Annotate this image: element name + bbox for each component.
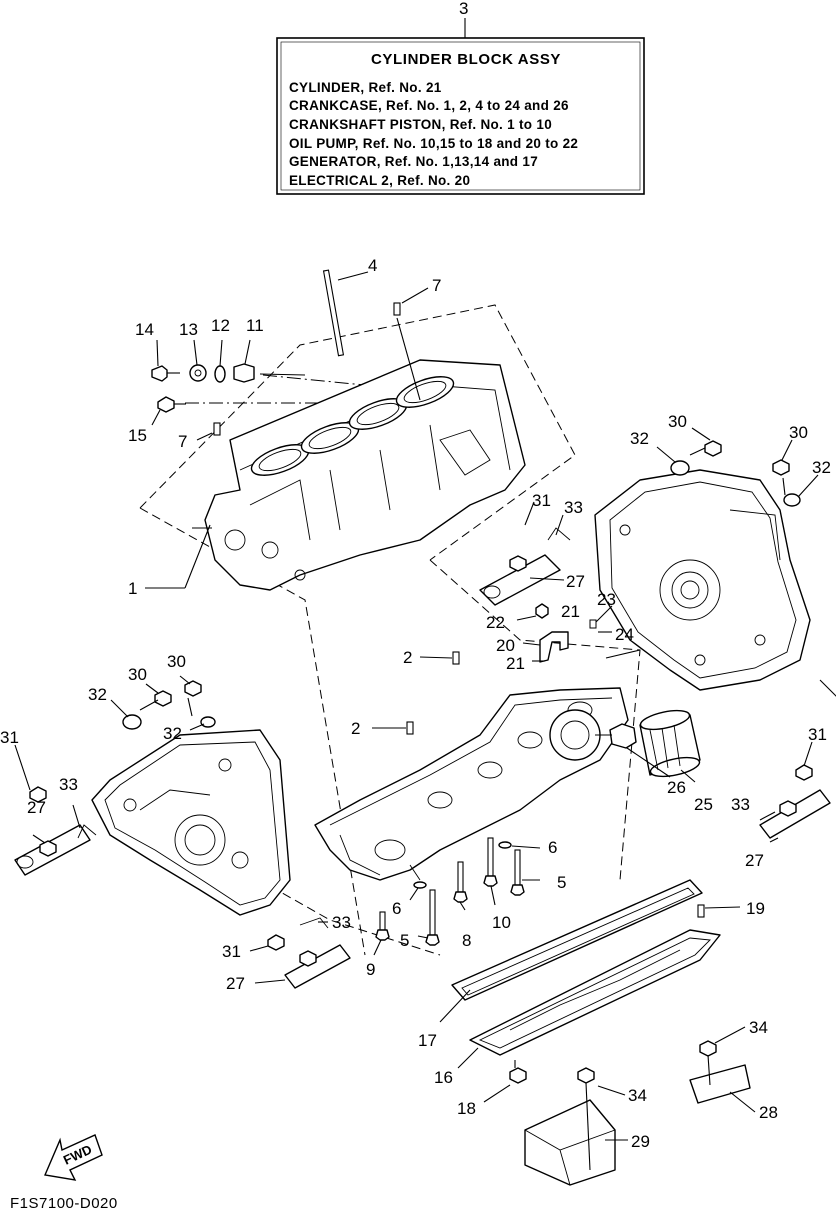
assembly-line-5: GENERATOR, Ref. No. 1,13,14 and 17 xyxy=(289,154,538,169)
callout-4: 4 xyxy=(368,256,377,275)
callout-30-right-a: 30 xyxy=(668,412,687,431)
bolt-washer-set xyxy=(151,339,306,426)
callout-16: 16 xyxy=(434,1068,453,1087)
callout-2-a: 2 xyxy=(403,648,412,667)
callout-12: 12 xyxy=(211,316,230,335)
callout-6-b: 6 xyxy=(392,899,401,918)
callout-5-b: 5 xyxy=(400,931,409,950)
callout-3: 3 xyxy=(459,0,468,18)
callout-20: 20 xyxy=(496,636,515,655)
oil-pan-assembly xyxy=(439,879,741,1103)
callout-27-upper: 27 xyxy=(566,572,585,591)
dowel-pins xyxy=(196,287,429,441)
callout-30-left-b: 30 xyxy=(167,652,186,671)
callout-33-upper: 33 xyxy=(564,498,583,517)
callout-21-b: 21 xyxy=(506,654,525,673)
callout-30-right-b: 30 xyxy=(789,423,808,442)
oil-pipe-set xyxy=(516,603,613,663)
callout-32-left-a: 32 xyxy=(88,685,107,704)
callout-32-right-a: 32 xyxy=(630,429,649,448)
assembly-info-box: 3 CYLINDER BLOCK ASSY CYLINDER, Ref. No.… xyxy=(276,0,645,195)
mounting-plates xyxy=(14,427,831,989)
callout-24: 24 xyxy=(615,625,634,644)
left-cover xyxy=(91,729,291,916)
callout-7: 7 xyxy=(432,276,441,295)
assembly-line-4: OIL PUMP, Ref. No. 10,15 to 18 and 20 to… xyxy=(289,136,578,151)
assembly-line-6: ELECTRICAL 2, Ref. No. 20 xyxy=(289,173,470,188)
callout-29: 29 xyxy=(631,1132,650,1151)
stud-bolt xyxy=(322,269,369,357)
callout-26: 26 xyxy=(667,778,686,797)
callout-32-right-b: 32 xyxy=(812,458,831,477)
callout-17: 17 xyxy=(418,1031,437,1050)
callout-15: 15 xyxy=(128,426,147,445)
callout-25: 25 xyxy=(694,795,713,814)
figure-code: F1S7100-D020 xyxy=(10,1195,118,1212)
callout-32-left-b: 32 xyxy=(163,724,182,743)
callout-34-right: 34 xyxy=(749,1018,768,1037)
callout-19: 19 xyxy=(746,899,765,918)
forward-arrow-icon: FWD xyxy=(44,1134,103,1181)
leader-lines xyxy=(145,524,836,697)
callout-5-a: 5 xyxy=(557,873,566,892)
callout-13: 13 xyxy=(179,320,198,339)
callout-31-right: 31 xyxy=(808,725,827,744)
callout-31-lower: 31 xyxy=(222,942,241,961)
callout-27-right: 27 xyxy=(745,851,764,870)
callout-2-b: 2 xyxy=(351,719,360,738)
callout-23: 23 xyxy=(597,590,616,609)
assembly-line-1: CYLINDER, Ref. No. 21 xyxy=(289,80,442,95)
callout-33-lower: 33 xyxy=(332,913,351,932)
callout-28: 28 xyxy=(759,1103,778,1122)
callout-21-a: 21 xyxy=(561,602,580,621)
callout-7-lower: 7 xyxy=(178,432,187,451)
bottom-brackets xyxy=(524,1026,756,1186)
cylinder-block xyxy=(192,359,526,591)
callout-18: 18 xyxy=(457,1099,476,1118)
assembly-line-3: CRANKSHAFT PISTON, Ref. No. 1 to 10 xyxy=(289,117,552,132)
callout-27-lower: 27 xyxy=(226,974,245,993)
callout-31-upper: 31 xyxy=(532,491,551,510)
callout-8: 8 xyxy=(462,931,471,950)
callout-34-lower: 34 xyxy=(628,1086,647,1105)
callout-33-right: 33 xyxy=(731,795,750,814)
callout-9: 9 xyxy=(366,960,375,979)
callout-31-left: 31 xyxy=(0,728,19,747)
callout-33-left: 33 xyxy=(59,775,78,794)
callout-30-left-a: 30 xyxy=(128,665,147,684)
assembly-title: CYLINDER BLOCK ASSY xyxy=(371,51,561,68)
assembly-line-2: CRANKCASE, Ref. No. 1, 2, 4 to 24 and 26 xyxy=(289,98,569,113)
oil-filter xyxy=(595,709,701,783)
callout-labels: 4 7 14 13 12 11 15 7 30 30 32 32 31 33 2… xyxy=(0,256,831,1151)
callout-22: 22 xyxy=(486,613,505,632)
callout-6-a: 6 xyxy=(548,838,557,857)
callout-11: 11 xyxy=(246,316,264,335)
right-cover xyxy=(594,469,811,691)
callout-14: 14 xyxy=(135,320,154,339)
crankcase-dowels xyxy=(372,651,460,735)
crankcase-bolts xyxy=(373,837,541,956)
callout-27-left: 27 xyxy=(27,798,46,817)
callout-10: 10 xyxy=(492,913,511,932)
callout-1: 1 xyxy=(128,579,137,598)
crankcase xyxy=(314,687,629,881)
